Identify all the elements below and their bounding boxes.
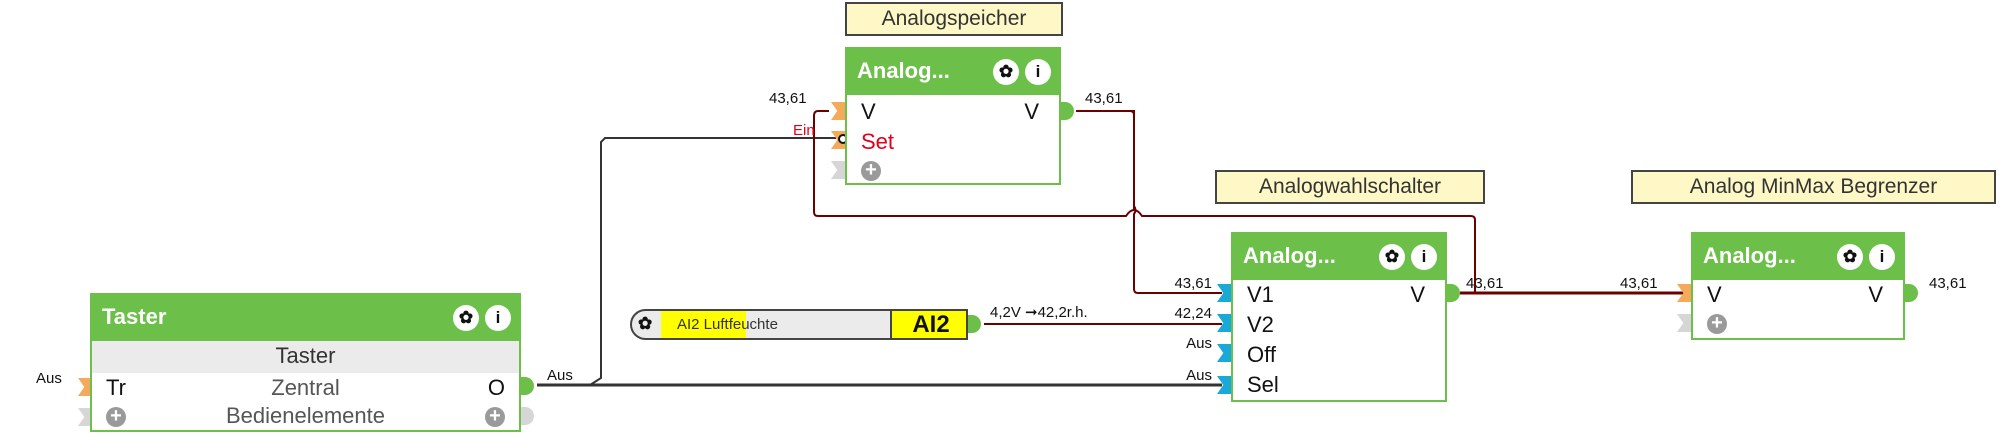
plus-icon: +	[861, 160, 881, 182]
input-label: V	[861, 99, 876, 124]
taster-input-pin[interactable]	[78, 378, 92, 396]
ai2-level-bar: AI2 Luftfeuchte	[661, 311, 890, 338]
wahl-output-pin[interactable]	[1447, 284, 1460, 302]
taster-extra-output-pin[interactable]	[521, 407, 534, 425]
taster-block[interactable]: Taster ✿ i Taster Tr Zentral O + Bediene…	[90, 293, 521, 432]
gear-icon[interactable]: ✿	[993, 59, 1019, 85]
output-label: V	[1868, 282, 1883, 307]
ai2-reading: 4,2V ➞42,2r.h.	[990, 304, 1088, 321]
ai2-name: AI2 Luftfeuchte	[677, 316, 778, 333]
wahl-input-value: 43,61	[1174, 275, 1212, 292]
block-title: Taster	[102, 304, 167, 329]
info-icon[interactable]: i	[485, 305, 511, 331]
ai2-output-pin[interactable]	[968, 315, 981, 333]
taster-output-pin[interactable]	[521, 377, 534, 395]
wahl-in-pin-v2[interactable]	[1217, 314, 1231, 332]
wahl-header[interactable]: Analog... ✿ i	[1233, 234, 1445, 280]
minmax-add-pin[interactable]	[1677, 314, 1691, 332]
minmax-row-v: V V	[1693, 280, 1903, 310]
input-label: V1	[1247, 282, 1274, 307]
taster-header[interactable]: Taster ✿ i	[92, 295, 519, 341]
minmax-row-add: +	[1693, 308, 1903, 338]
ai2-tag: AI2	[890, 311, 966, 338]
speicher-in-v-value: 43,61	[769, 90, 807, 107]
input-label: Sel	[1247, 372, 1279, 397]
wire-speicher-to-v1	[1076, 110, 1135, 210]
taster-io-row: Tr Zentral O	[92, 373, 519, 403]
minmax-header[interactable]: Analog... ✿ i	[1693, 234, 1903, 280]
wahl-caption: Analogwahlschalter	[1215, 170, 1485, 204]
block-title: Analog...	[1243, 243, 1336, 268]
minmax-input-value: 43,61	[1620, 275, 1658, 292]
wahl-in-pin-v1[interactable]	[1217, 284, 1231, 302]
wahl-input-value: Aus	[1186, 367, 1212, 384]
speicher-caption: Analogspeicher	[845, 2, 1063, 36]
wahl-row-v1: V1 V	[1233, 280, 1445, 310]
input-label: Set	[861, 129, 895, 154]
taster-subtitle-row: Taster	[92, 341, 519, 373]
taster-extra-input-pin[interactable]	[78, 408, 92, 426]
input-label: Off	[1247, 342, 1276, 367]
plus-icon: +	[106, 406, 126, 428]
speicher-output-pin[interactable]	[1061, 102, 1074, 120]
wahl-in-pin-off[interactable]	[1217, 344, 1231, 362]
speicher-output-value: 43,61	[1085, 90, 1123, 107]
info-icon[interactable]: i	[1869, 244, 1895, 270]
add-input-button[interactable]: +	[861, 155, 881, 185]
taster-subtitle: Taster	[275, 343, 336, 368]
ai2-sensor[interactable]: ✿ AI2 Luftfeuchte AI2	[630, 309, 968, 340]
gear-icon[interactable]: ✿	[638, 314, 653, 333]
minmax-output-value: 43,61	[1929, 275, 1967, 292]
speicher-in-v-pin[interactable]	[831, 102, 845, 120]
input-label: V2	[1247, 312, 1274, 337]
plus-icon: +	[1707, 313, 1727, 335]
wire-taster-to-set	[589, 137, 836, 386]
minmax-block[interactable]: Analog... ✿ i V V +	[1691, 232, 1905, 340]
add-input-button[interactable]: +	[106, 401, 126, 431]
minmax-caption: Analog MinMax Begrenzer	[1631, 170, 1996, 204]
ai2-level-fill	[661, 311, 746, 338]
speicher-row-set: Set	[847, 127, 1059, 157]
input-label: Tr	[106, 375, 126, 400]
block-title: Analog...	[857, 58, 950, 83]
wahl-block[interactable]: Analog... ✿ i V1 V V2 Off Sel	[1231, 232, 1447, 402]
wahl-output-value: 43,61	[1466, 275, 1504, 292]
minmax-output-pin[interactable]	[1905, 284, 1918, 302]
gear-icon[interactable]: ✿	[1837, 244, 1863, 270]
speicher-row-v: V V	[847, 97, 1059, 127]
output-label: V	[1410, 282, 1425, 307]
taster-extra-row: + Bedienelemente +	[92, 401, 519, 431]
output-label: V	[1024, 99, 1039, 124]
input-label: V	[1707, 282, 1722, 307]
extra-label: Bedienelemente	[225, 403, 385, 428]
wahl-in-pin-sel[interactable]	[1217, 376, 1231, 394]
speicher-add-pin[interactable]	[831, 161, 845, 179]
info-icon[interactable]: i	[1411, 244, 1437, 270]
wire-speicher-to-v1-path	[1076, 110, 1222, 294]
taster-output-value: Aus	[547, 367, 573, 384]
output-label: O	[487, 375, 505, 400]
wahl-row-off: Off	[1233, 340, 1445, 370]
info-icon[interactable]: i	[1025, 59, 1051, 85]
gear-icon[interactable]: ✿	[453, 305, 479, 331]
wahl-input-value: Aus	[1186, 335, 1212, 352]
wahl-row-sel: Sel	[1233, 370, 1445, 400]
plus-icon: +	[485, 406, 505, 428]
speicher-in-set-value: Ein	[793, 122, 815, 139]
wahl-input-value: 42,24	[1174, 305, 1212, 322]
center-label: Zentral	[271, 375, 340, 400]
add-output-button[interactable]: +	[485, 401, 505, 431]
speicher-header[interactable]: Analog... ✿ i	[847, 49, 1059, 95]
speicher-row-add: +	[847, 155, 1059, 185]
add-input-button[interactable]: +	[1707, 308, 1727, 338]
wahl-row-v2: V2	[1233, 310, 1445, 340]
minmax-in-pin[interactable]	[1677, 284, 1691, 302]
gear-icon[interactable]: ✿	[1379, 244, 1405, 270]
wire-feedback-to-speicher	[813, 110, 1476, 293]
block-title: Analog...	[1703, 243, 1796, 268]
taster-input-value: Aus	[36, 370, 62, 387]
speicher-block[interactable]: Analog... ✿ i V V Set +	[845, 47, 1061, 185]
